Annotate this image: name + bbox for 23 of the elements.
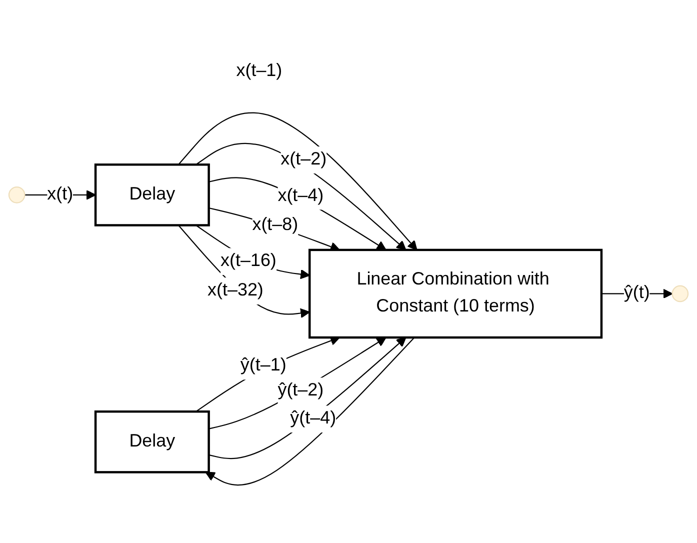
arrow	[196, 143, 406, 250]
arrow	[208, 337, 406, 460]
edge-label: ŷ(t–1)	[240, 356, 286, 376]
edge-label: x(t–8)	[252, 216, 298, 235]
edge-label: x(t–32)	[208, 280, 264, 300]
edge-label: x(t)	[47, 184, 74, 204]
arrow	[196, 224, 310, 280]
node-box	[94, 164, 210, 226]
node-box	[308, 248, 603, 339]
edge-label: x(t–4)	[278, 186, 324, 206]
edge-label: ŷ(t–4)	[290, 409, 336, 428]
node-box	[94, 410, 210, 474]
arrow	[205, 337, 415, 486]
edge-label: x(t–16)	[220, 251, 276, 271]
edge-label: ŷ(t–2)	[278, 381, 324, 400]
edge-label: x(t–1)	[236, 61, 282, 80]
arrow	[208, 177, 386, 250]
arrow	[178, 112, 418, 250]
arrow	[208, 337, 386, 430]
edge-label: x(t–2)	[280, 150, 327, 169]
arrow	[196, 336, 340, 412]
edge-label: ŷ(t)	[624, 284, 650, 303]
arrow	[178, 224, 310, 318]
